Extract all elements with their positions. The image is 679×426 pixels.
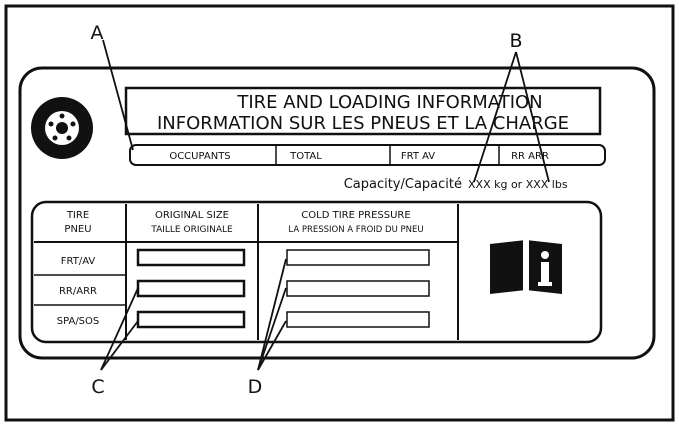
header-size-fr: TAILLE ORIGINALE — [150, 225, 233, 235]
callout-a: A — [91, 22, 104, 44]
tire-wheel-icon — [31, 97, 93, 159]
header-size: ORIGINAL SIZE — [155, 210, 229, 221]
occupants-label: OCCUPANTS — [169, 151, 230, 162]
pressure-box-spare — [286, 311, 430, 328]
row-label-rear: RR/ARR — [59, 286, 97, 297]
title-french: INFORMATION SUR LES PNEUS ET LA CHARGE — [157, 113, 569, 134]
pressure-box-front — [286, 249, 430, 266]
total-label: TOTAL — [289, 151, 322, 162]
row-label-front: FRT/AV — [61, 256, 96, 267]
size-box-front — [136, 248, 246, 267]
row-label-spare: SPA/SOS — [57, 316, 100, 327]
capacity-strip — [129, 144, 606, 166]
size-box-rear — [136, 279, 246, 298]
header-pressure-fr: LA PRESSION A FROID DU PNEU — [288, 225, 423, 235]
pressure-box-rear — [286, 280, 430, 297]
capacity-label: Capacity/Capacité — [344, 177, 462, 192]
title-box — [124, 86, 602, 136]
capacity-value: XXX kg or XXX lbs — [468, 178, 568, 191]
callout-c: C — [91, 376, 104, 398]
callout-b: B — [509, 30, 522, 52]
rear-label: RR ARR — [511, 151, 549, 162]
title-english: TIRE AND LOADING INFORMATION — [236, 92, 542, 113]
header-tire: TIRE — [66, 210, 89, 221]
header-pressure: COLD TIRE PRESSURE — [301, 210, 410, 221]
owners-manual-info-icon — [490, 240, 562, 294]
callout-d: D — [248, 376, 263, 398]
size-box-spare — [136, 310, 246, 329]
header-tire-fr: PNEU — [64, 224, 91, 235]
callout-lines — [100, 39, 550, 371]
front-label: FRT AV — [401, 151, 435, 162]
